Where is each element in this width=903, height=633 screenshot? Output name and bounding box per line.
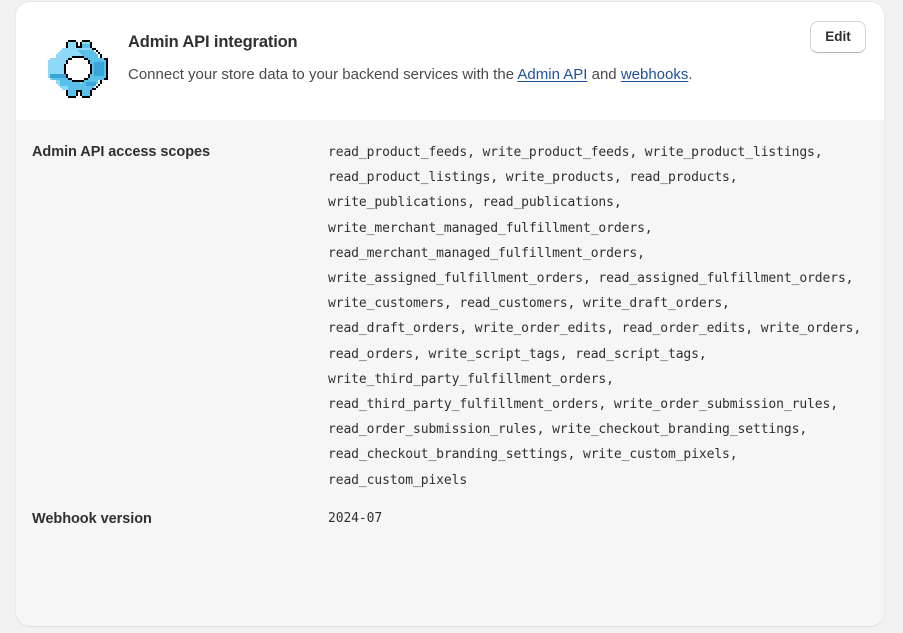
description-text-3: . xyxy=(688,66,693,83)
webhook-version-value: 2024-07 xyxy=(328,510,383,526)
admin-api-access-scopes-value: read_product_feeds, write_product_feeds,… xyxy=(328,145,869,488)
card-body: Admin API access scopes read_product_fee… xyxy=(16,120,884,626)
page-title: Admin API integration xyxy=(128,33,298,51)
header-text-block: Admin API integration Connect your store… xyxy=(128,20,866,87)
admin-api-link[interactable]: Admin API xyxy=(517,66,588,83)
webhook-version-row: Webhook version 2024-07 xyxy=(16,493,884,531)
description-text-1: Connect your store data to your backend … xyxy=(128,66,518,83)
admin-api-access-scopes-label: Admin API access scopes xyxy=(32,144,211,160)
description-text-2: and xyxy=(587,66,621,83)
edit-button[interactable]: Edit xyxy=(810,21,866,53)
webhook-version-label: Webhook version xyxy=(32,510,152,527)
admin-api-integration-card: Admin API integration Connect your store… xyxy=(16,2,884,626)
header-description: Connect your store data to your backend … xyxy=(128,62,703,87)
gear-icon xyxy=(46,38,110,102)
webhooks-link[interactable]: webhooks xyxy=(620,66,689,83)
admin-api-access-scopes-row: Admin API access scopes read_product_fee… xyxy=(16,120,884,493)
card-header: Admin API integration Connect your store… xyxy=(16,2,884,120)
